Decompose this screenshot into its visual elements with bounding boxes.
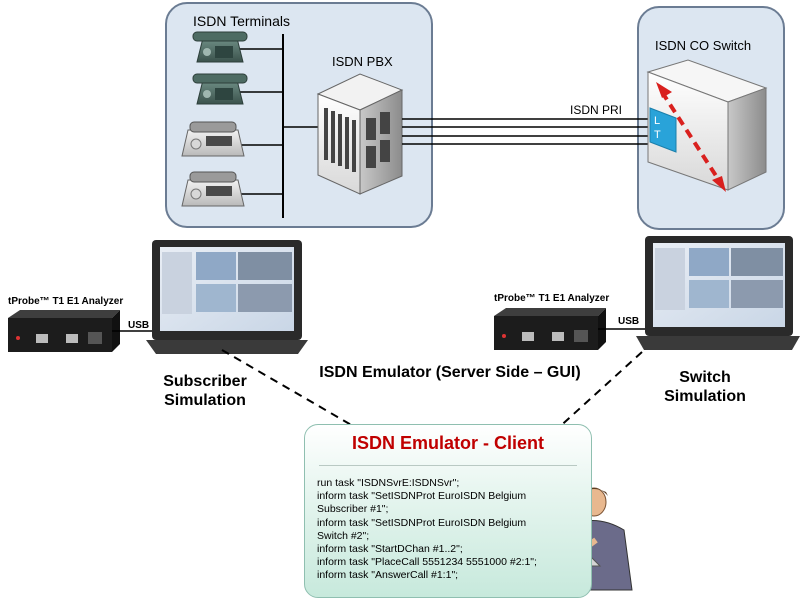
- server-side-label: ISDN Emulator (Server Side – GUI): [319, 364, 581, 381]
- client-script: run task "ISDNSvrE:ISDNSvr"; inform task…: [317, 477, 537, 583]
- laptop-icon-right: [636, 236, 800, 350]
- isdn-terminals-label: ISDN Terminals: [193, 13, 290, 29]
- script-line: inform task "SetISDNProt EuroISDN Belgiu…: [317, 490, 527, 503]
- right-analyzer-title: tProbe™ T1 E1 Analyzer: [494, 293, 610, 304]
- dashed-link-left: [221, 349, 361, 431]
- script-line: inform task "PlaceCall 5551234 5551000 #…: [317, 556, 537, 569]
- pbx-cube-icon: [316, 73, 404, 195]
- script-line: Switch #2";: [317, 529, 370, 542]
- lt-label: L T: [654, 115, 661, 141]
- phone-icon: [192, 31, 248, 63]
- co-switch-cube-icon: [646, 59, 768, 192]
- left-usb-label: USB: [128, 320, 150, 331]
- phone-icon: [192, 73, 248, 105]
- dashed-link-right: [555, 351, 643, 431]
- fax-machine-icon: [181, 121, 245, 157]
- left-analyzer-title: tProbe™ T1 E1 Analyzer: [8, 296, 124, 307]
- client-divider: [319, 465, 577, 466]
- isdn-pbx-label: ISDN PBX: [332, 54, 393, 69]
- client-title: ISDN Emulator - Client: [351, 433, 544, 453]
- switch-simulation-label: Switch Simulation: [664, 369, 746, 405]
- client-box: ISDN Emulator - Client run task "ISDNSvr…: [304, 424, 592, 598]
- isdn-pri-label: ISDN PRI: [570, 103, 623, 117]
- right-usb-label: USB: [618, 316, 640, 327]
- script-line: inform task "AnswerCall #1:1";: [317, 569, 459, 582]
- fax-machine-icon: [181, 171, 245, 207]
- script-line: inform task "SetISDNProt EuroISDN Belgiu…: [317, 516, 527, 529]
- analyzer-device-icon-right: [494, 308, 606, 350]
- laptop-icon-left: [146, 240, 308, 354]
- script-line: run task "ISDNSvrE:ISDNSvr";: [317, 477, 460, 489]
- analyzer-device-icon-left: [8, 310, 120, 352]
- script-line: inform task "StartDChan #1..2";: [317, 543, 463, 556]
- subscriber-simulation-label: Subscriber Simulation: [163, 373, 247, 409]
- script-line: Subscriber #1";: [317, 503, 389, 516]
- isdn-co-switch-label: ISDN CO Switch: [655, 38, 752, 53]
